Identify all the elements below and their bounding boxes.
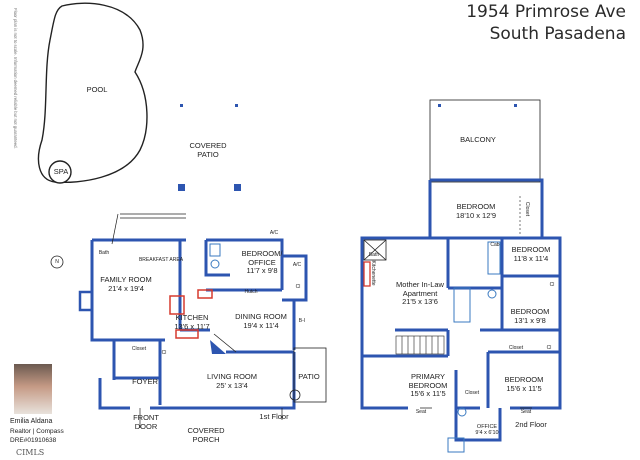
covered-porch-label-2: PORCH [192, 435, 220, 444]
breakfast-area-label: BREAKFAST AREA [138, 257, 184, 263]
patio-posts [178, 104, 517, 191]
closet-vertical-label: Closet [524, 201, 530, 217]
covered-patio-label-1: COVERED [189, 141, 227, 150]
agent-photo [14, 364, 52, 414]
agent-name: Emilia Aldana [10, 418, 53, 425]
pool-outline [37, 2, 148, 184]
seat-label-2: Seat [520, 409, 532, 415]
cl-label-1f: Cl [295, 284, 301, 290]
hutch-label: Hutch [244, 289, 258, 295]
patio-outline [293, 347, 327, 403]
second-floor-label: 2nd Floor [515, 420, 547, 429]
foyer-label: FOYER [132, 377, 158, 386]
balcony-outline [429, 99, 541, 183]
front-door-label-2: DOOR [134, 422, 158, 431]
first-floor-walls [90, 238, 308, 410]
ac-label-1: A/C [269, 230, 279, 236]
north-arrow-label: N [55, 259, 59, 265]
cab-label: Cab [490, 242, 500, 248]
bath-label-2f: Bath [368, 252, 380, 258]
second-floor-walls [360, 178, 562, 442]
stairs-2nd [395, 335, 445, 355]
cimls-logo: CIMLS [16, 448, 45, 457]
cl2-label-2f: Cl [546, 345, 552, 351]
spa-label: SPA [53, 167, 69, 176]
kitchenette-label: Kitchenette [370, 260, 376, 286]
front-door-label-1: FRONT [133, 413, 159, 422]
address-line-1: 1954 Primrose Ave [466, 2, 626, 22]
seat-label-1: Seat [415, 409, 427, 415]
kitchen-island [169, 295, 185, 315]
first-floor-label: 1st Floor [259, 412, 289, 421]
agent-title: Realtor | Compass [10, 428, 64, 435]
closet-b-label: Closet [464, 390, 480, 396]
ac-label-2: A/C [292, 262, 302, 268]
agent-dre: DRE#01910638 [10, 437, 57, 444]
closet-label-1f: Closet [131, 346, 147, 352]
spa-outline [48, 160, 72, 184]
covered-patio-label-2: PATIO [197, 150, 219, 159]
north-arrow-circle [50, 255, 64, 269]
bi-label: B-I [298, 318, 306, 324]
balcony-label: BALCONY [460, 135, 496, 144]
patio-label: PATIO [298, 372, 320, 381]
cl-label-2f: Cl [549, 282, 555, 288]
closet-a-label: Closet [508, 345, 524, 351]
cl2-label-1f: Cl [161, 350, 167, 356]
bath-label-1f-a: Bath [98, 250, 110, 256]
covered-porch-label-1: COVERED [187, 426, 225, 435]
breakfast-bay [120, 213, 186, 219]
pool-label: POOL [86, 85, 108, 94]
address-line-2: South Pasadena [489, 24, 626, 44]
